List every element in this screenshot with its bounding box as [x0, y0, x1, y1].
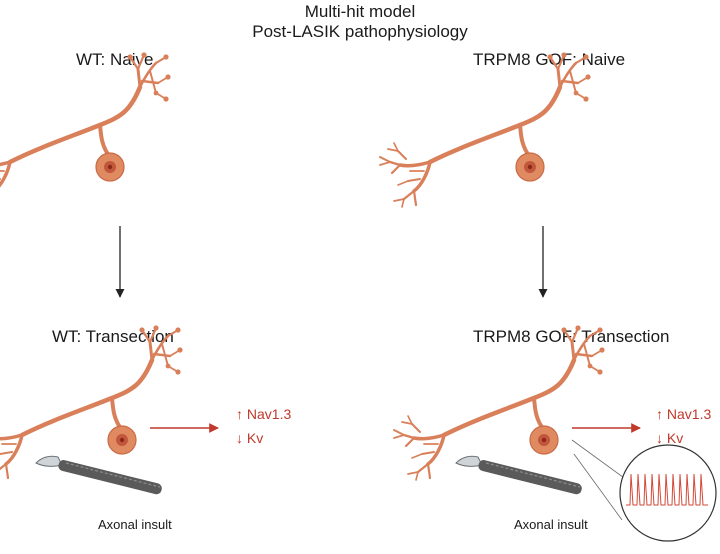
kv-label: Kv [246, 430, 264, 446]
figure-title: Multi-hit model Post-LASIK pathophysiolo… [0, 2, 720, 42]
trpm8-naive-neuron [380, 52, 591, 207]
nav13-label: Nav1.3 [246, 406, 292, 422]
trpm8-nav13-up: ↑ Nav1.3 [656, 406, 711, 422]
trpm8-kv-down: ↓ Kv [656, 430, 683, 446]
wt-nav13-up: ↑ Nav1.3 [236, 406, 291, 422]
wt-transection-neuron [0, 325, 183, 480]
spike-train-trace [626, 473, 708, 506]
wt-kv-down: ↓ Kv [236, 430, 263, 446]
panel-title-trpm8-transection: TRPM8 GOF: Transection [473, 327, 670, 346]
up-arrow-icon: ↑ [656, 406, 663, 422]
caption-wt-axonal-insult: Axonal insult [98, 517, 172, 532]
trpm8-scalpel-icon [455, 455, 584, 496]
up-arrow-icon: ↑ [236, 406, 243, 422]
kv-label: Kv [666, 430, 684, 446]
trpm8-transection-neuron [394, 325, 605, 480]
caption-trpm8-axonal-insult: Axonal insult [514, 517, 588, 532]
down-arrow-icon: ↓ [656, 430, 663, 446]
wt-scalpel-icon [35, 455, 164, 496]
nav13-label: Nav1.3 [666, 406, 712, 422]
zoom-line-bottom [573, 453, 623, 521]
wt-naive-neuron [0, 52, 171, 207]
spike-train-inset [619, 444, 717, 542]
title-line-1: Multi-hit model [304, 2, 416, 21]
title-line-2: Post-LASIK pathophysiology [252, 22, 468, 41]
down-arrow-icon: ↓ [236, 430, 243, 446]
